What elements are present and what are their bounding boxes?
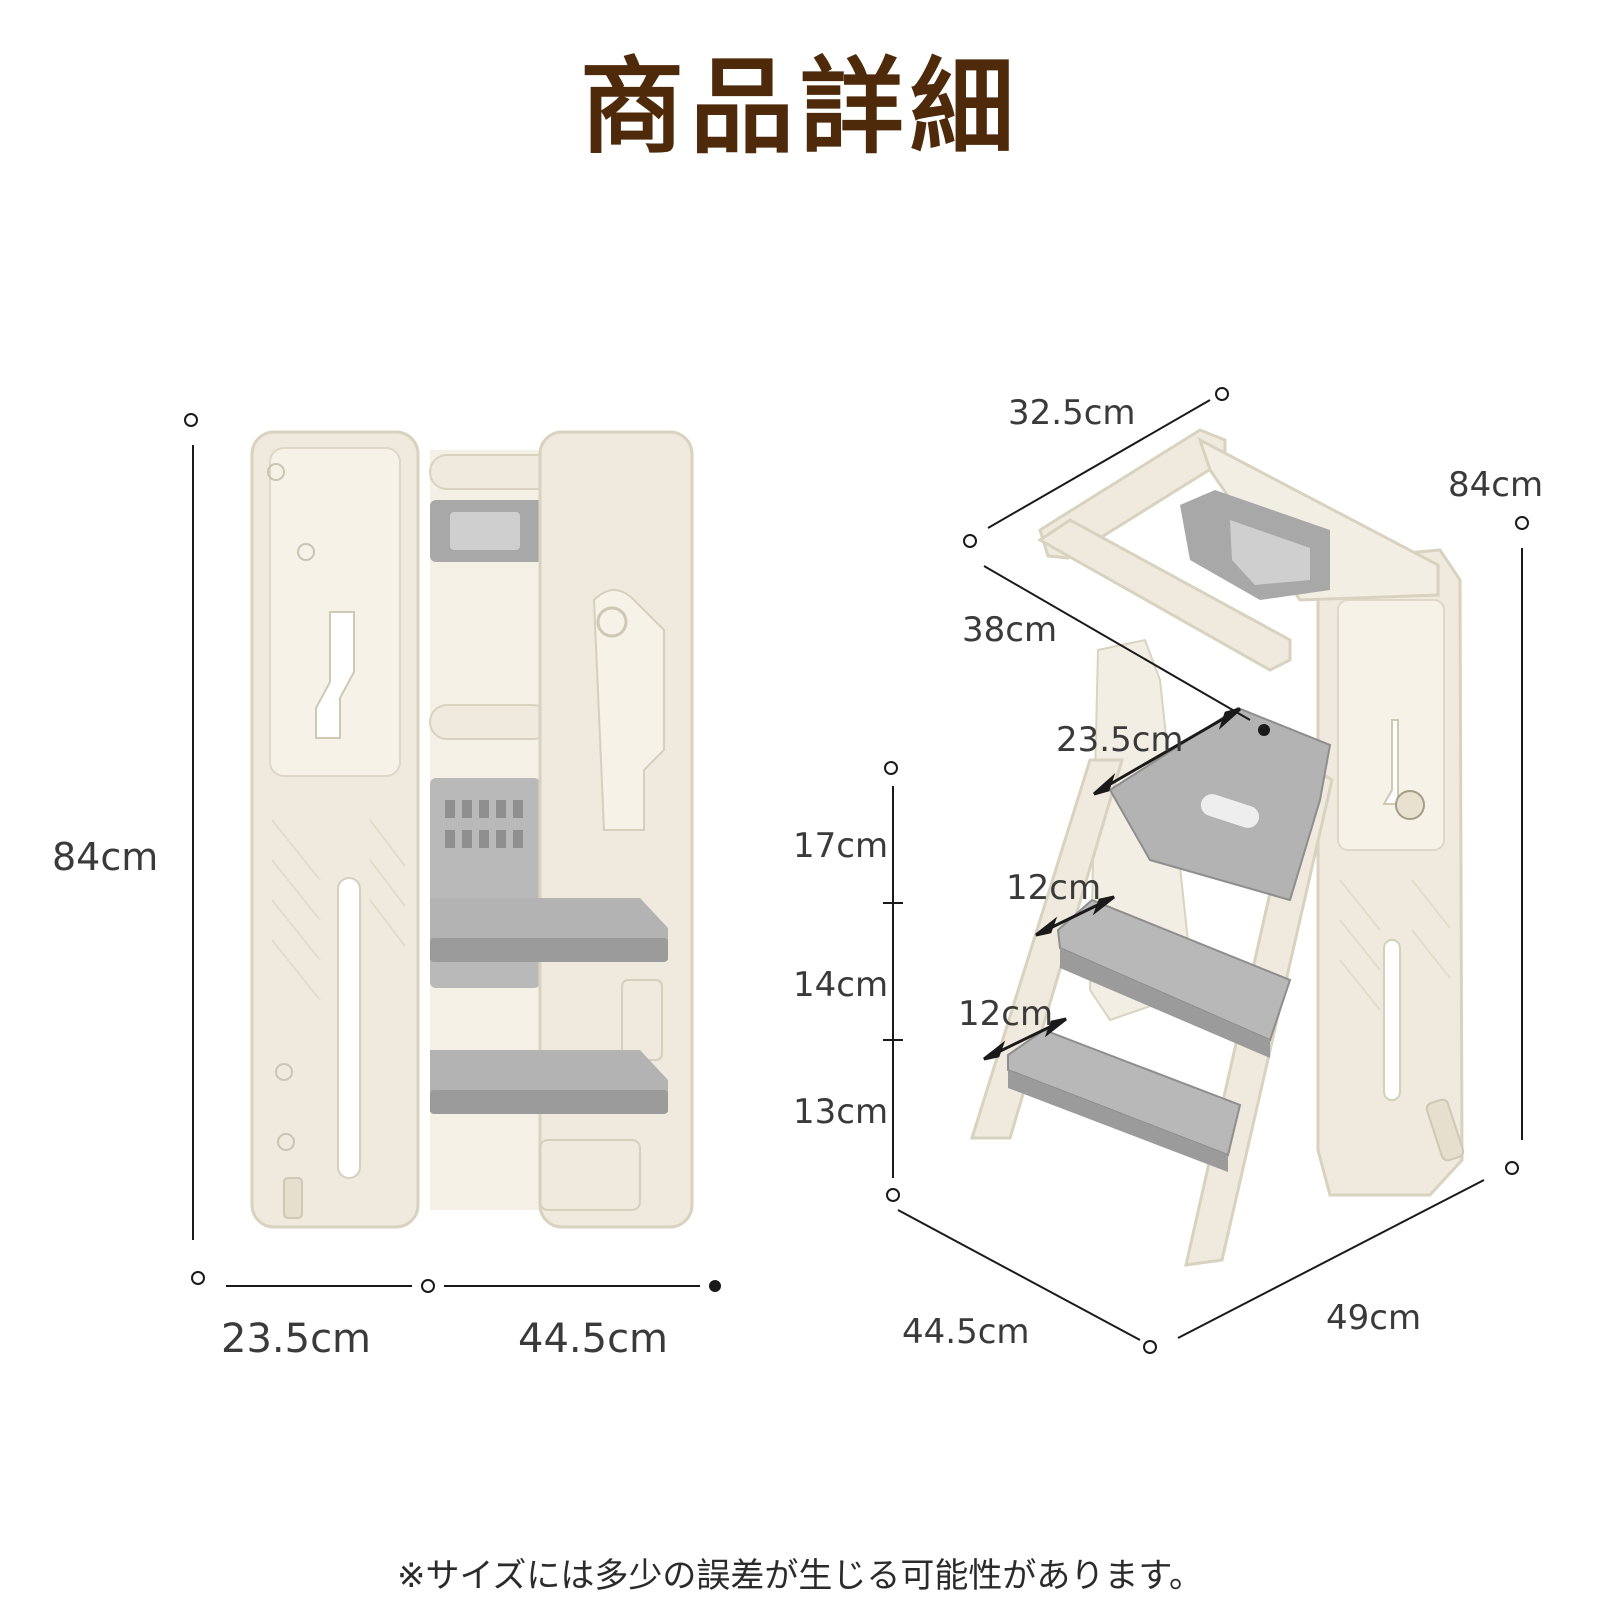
folded-width-label: 44.5cm	[518, 1316, 669, 1362]
page-title: 商品詳細	[579, 46, 1020, 168]
open-height-label: 84cm	[1448, 465, 1544, 505]
base-width-label: 49cm	[1326, 1298, 1422, 1338]
step-depth-top-label: 23.5cm	[1056, 720, 1184, 760]
open-step-gap-dimension-line	[883, 761, 903, 1202]
base-depth-label: 44.5cm	[902, 1312, 1030, 1352]
step-gap-bottom-label: 13cm	[793, 1092, 889, 1132]
open-stool-image	[969, 428, 1465, 1267]
size-disclaimer-note: ※サイズには多少の誤差が生じる可能性があります。	[396, 1556, 1204, 1596]
step-depth-bottom-label: 12cm	[958, 994, 1054, 1034]
open-diagonal-dimension-line	[983, 565, 1270, 736]
step-depth-middle-label: 12cm	[1006, 868, 1102, 908]
open-top-width-dimension-line	[963, 387, 1229, 548]
open-height-dimension-line	[1505, 516, 1529, 1175]
folded-depth-label: 23.5cm	[221, 1316, 372, 1362]
folded-bottom-dimension-line	[191, 1271, 721, 1293]
step-gap-middle-label: 14cm	[793, 965, 889, 1005]
folded-stool-image	[250, 430, 694, 1229]
folded-height-label: 84cm	[52, 835, 159, 879]
top-width-label: 32.5cm	[1008, 393, 1136, 433]
open-base-dimension-line	[897, 1179, 1485, 1354]
step-gap-top-label: 17cm	[793, 826, 889, 866]
diagonal-label: 38cm	[962, 610, 1058, 650]
step-depth-arrows	[983, 707, 1241, 1061]
folded-height-dimension-line	[184, 413, 198, 1240]
